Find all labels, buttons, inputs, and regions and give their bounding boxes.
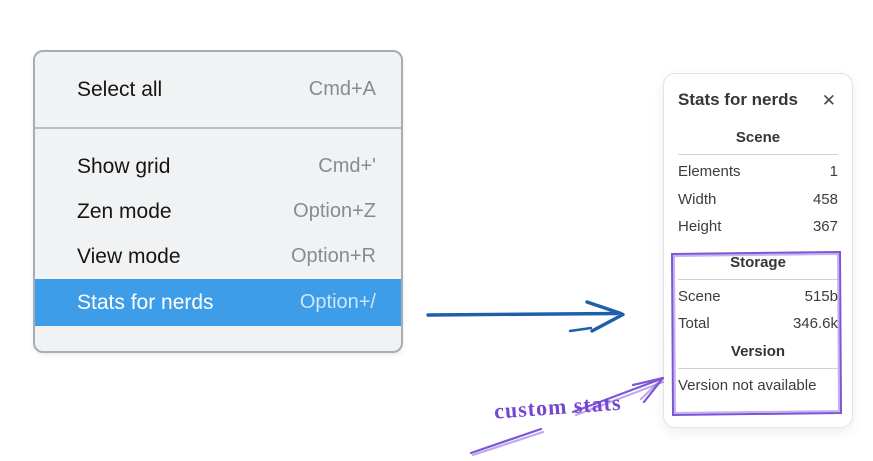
menu-item-label: Show grid xyxy=(77,154,171,178)
stat-value: 458 xyxy=(812,190,838,208)
stat-value: 346.6k xyxy=(792,315,838,332)
menu-item-shortcut: Option+Z xyxy=(293,200,376,222)
close-icon[interactable]: ✕ xyxy=(821,90,836,110)
stats-panel-header: Stats for nerds ✕ xyxy=(678,87,838,113)
menu-item-label: Select all xyxy=(77,77,163,101)
stat-label: Scene xyxy=(678,287,721,305)
stat-row-scene-storage: Scene 515b xyxy=(678,283,838,311)
menu-item-stats-for-nerds[interactable]: Stats for nerds Option+/ xyxy=(35,279,401,326)
menu-item-select-all[interactable]: Select all Cmd+A xyxy=(35,67,401,112)
section-heading-scene: Scene xyxy=(735,129,781,146)
stat-value: 515b xyxy=(804,287,838,305)
menu-item-shortcut: Option+/ xyxy=(299,291,376,313)
menu-item-label: Stats for nerds xyxy=(77,290,214,314)
stat-label: Height xyxy=(678,218,722,235)
stats-panel-title: Stats for nerds xyxy=(678,90,798,109)
stats-panel: Stats for nerds ✕ Scene Elements 1 Width… xyxy=(663,73,853,428)
section-divider xyxy=(678,367,838,369)
menu-item-label: View mode xyxy=(77,244,181,268)
menu-item-label: Zen mode xyxy=(77,199,172,223)
stat-row-elements: Elements 1 xyxy=(678,158,838,186)
menu-item-show-grid[interactable]: Show grid Cmd+' xyxy=(35,144,401,189)
annotation-label: custom stats xyxy=(493,389,623,424)
stat-row-height: Height 367 xyxy=(678,213,838,241)
menu-item-view-mode[interactable]: View mode Option+R xyxy=(35,234,401,279)
section-divider xyxy=(678,154,838,155)
context-menu: Select all Cmd+A Show grid Cmd+' Zen mod… xyxy=(33,50,403,353)
stat-value: 1 xyxy=(829,163,838,180)
stat-value: 367 xyxy=(812,218,838,235)
menu-item-zen-mode[interactable]: Zen mode Option+Z xyxy=(35,189,401,234)
stat-row-total-storage: Total 346.6k xyxy=(678,310,838,338)
stat-label: Width xyxy=(678,190,717,208)
menu-item-shortcut: Cmd+A xyxy=(308,78,376,100)
arrow-right-icon xyxy=(426,300,625,333)
version-note: Version not available xyxy=(678,376,817,394)
section-divider xyxy=(678,278,838,280)
section-heading-storage: Storage xyxy=(730,253,786,271)
stat-label: Elements xyxy=(678,163,741,180)
stat-row-width: Width 458 xyxy=(678,186,838,214)
menu-item-shortcut: Cmd+' xyxy=(318,155,376,177)
menu-item-shortcut: Option+R xyxy=(290,245,376,267)
menu-divider xyxy=(35,127,401,129)
stat-label: Total xyxy=(678,315,710,332)
section-heading-version: Version xyxy=(730,342,786,360)
